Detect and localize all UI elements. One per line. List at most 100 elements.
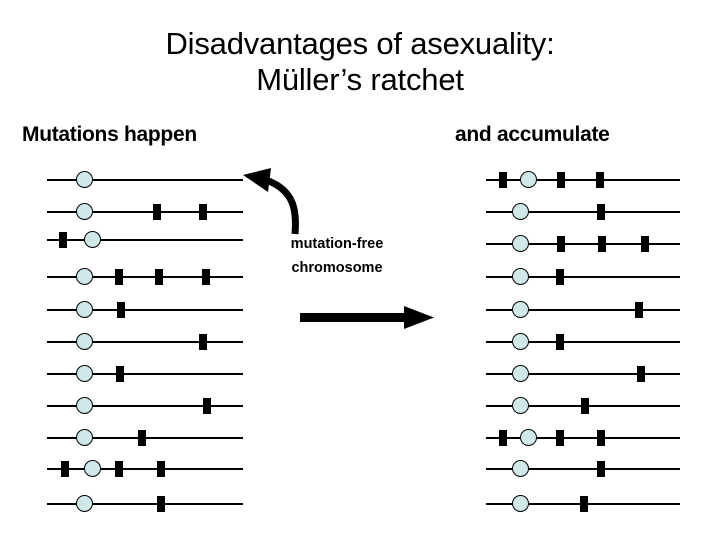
- mutation-free-marker: [84, 231, 101, 248]
- mutation-marker: [199, 334, 207, 350]
- chromosome-row: [0, 167, 720, 193]
- mutation-free-marker: [76, 268, 93, 285]
- chromosome-row: [0, 329, 720, 355]
- chromosome-row: [0, 227, 720, 253]
- mutation-marker: [202, 269, 210, 285]
- chromosome-line: [486, 309, 680, 311]
- chromosome-line: [486, 468, 680, 470]
- chromosome-line: [486, 276, 680, 278]
- mutation-free-marker: [512, 365, 529, 382]
- mutation-marker: [557, 172, 565, 188]
- chromosome-line: [47, 179, 243, 181]
- right-column-header: and accumulate: [455, 123, 610, 146]
- chromosome-line: [47, 309, 243, 311]
- chromosome-line: [47, 239, 243, 241]
- mutation-free-marker: [520, 171, 537, 188]
- mutation-marker: [597, 430, 605, 446]
- mutation-marker: [557, 236, 565, 252]
- mutation-marker: [556, 430, 564, 446]
- chromosome-row: [0, 393, 720, 419]
- chromosome-line: [486, 211, 680, 213]
- chromosome-row: [0, 393, 720, 419]
- chromosome-line: [47, 373, 243, 375]
- chromosome-row: [0, 264, 720, 290]
- mutation-marker: [61, 461, 69, 477]
- mutation-marker: [199, 204, 207, 220]
- chromosome-line: [47, 211, 243, 213]
- mutation-free-marker: [76, 333, 93, 350]
- mutation-free-marker: [520, 429, 537, 446]
- mutation-free-chromosome-label: mutation-free chromosome: [290, 236, 384, 276]
- chromosome-line: [486, 437, 680, 439]
- mutation-marker: [117, 302, 125, 318]
- mutation-free-marker: [512, 397, 529, 414]
- mutation-free-marker: [512, 495, 529, 512]
- mutation-free-marker: [512, 460, 529, 477]
- right-arrow-icon: [300, 306, 434, 329]
- mutation-free-marker: [512, 301, 529, 318]
- mutation-marker: [116, 366, 124, 382]
- mutation-marker: [115, 269, 123, 285]
- mutation-free-marker: [76, 203, 93, 220]
- chromosome-line: [47, 341, 243, 343]
- chromosome-line: [47, 405, 243, 407]
- mutation-marker: [556, 269, 564, 285]
- chromosome-row: [0, 264, 720, 290]
- chromosome-row: [0, 329, 720, 355]
- mutation-marker: [597, 461, 605, 477]
- page-title: Disadvantages of asexuality: Müller’s ra…: [165, 26, 555, 97]
- mutation-marker: [635, 302, 643, 318]
- mutation-marker: [499, 172, 507, 188]
- mutation-marker: [203, 398, 211, 414]
- chromosome-row: [0, 425, 720, 451]
- mutation-marker: [59, 232, 67, 248]
- mutation-marker: [153, 204, 161, 220]
- mutation-marker: [115, 461, 123, 477]
- chromosome-row: [0, 456, 720, 482]
- chromosome-row: [0, 361, 720, 387]
- chromosome-row: [0, 231, 720, 257]
- mutation-marker: [499, 430, 507, 446]
- mutation-marker: [596, 172, 604, 188]
- chromosome-row: [0, 456, 720, 482]
- chromosome-row: [0, 491, 720, 517]
- chromosome-line: [47, 276, 243, 278]
- mutation-marker: [637, 366, 645, 382]
- mutation-marker: [597, 204, 605, 220]
- chromosome-row: [0, 491, 720, 517]
- chromosome-line: [486, 341, 680, 343]
- chromosome-line: [47, 468, 243, 470]
- mutation-marker: [157, 496, 165, 512]
- chromosome-line: [486, 179, 680, 181]
- mutation-marker: [556, 334, 564, 350]
- mutation-free-marker: [76, 397, 93, 414]
- mutation-free-marker: [512, 333, 529, 350]
- chromosome-line: [486, 373, 680, 375]
- mutation-free-marker: [512, 235, 529, 252]
- chromosome-row: [0, 297, 720, 323]
- mutation-marker: [598, 236, 606, 252]
- mutation-free-marker: [84, 460, 101, 477]
- chromosome-row: [0, 199, 720, 225]
- chromosome-line: [486, 243, 680, 245]
- chromosome-row: [0, 297, 720, 323]
- mutation-free-marker: [512, 203, 529, 220]
- mutation-marker: [157, 461, 165, 477]
- chromosome-row: [0, 167, 720, 193]
- curved-arrow-icon: [243, 168, 299, 235]
- mutation-marker: [581, 398, 589, 414]
- mutation-marker: [138, 430, 146, 446]
- mutation-marker: [641, 236, 649, 252]
- mutation-free-marker: [76, 171, 93, 188]
- chromosome-line: [47, 503, 243, 505]
- mutation-free-marker: [76, 429, 93, 446]
- chromosome-row: [0, 199, 720, 225]
- mutation-marker: [580, 496, 588, 512]
- chromosome-row: [0, 425, 720, 451]
- mutation-free-marker: [76, 301, 93, 318]
- mutation-marker: [155, 269, 163, 285]
- chromosome-row: [0, 361, 720, 387]
- left-column-header: Mutations happen: [22, 123, 197, 146]
- mutation-free-marker: [76, 365, 93, 382]
